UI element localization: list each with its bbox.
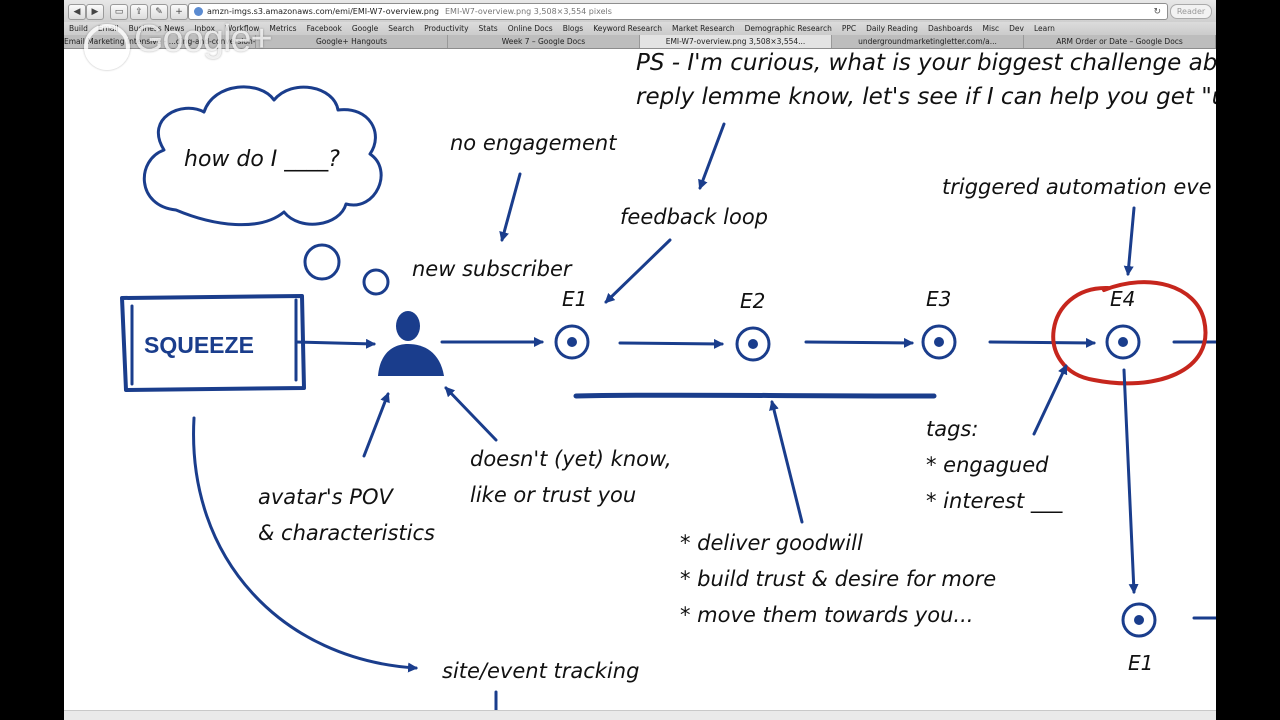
ps-line-2: reply lemme know, let's see if I can hel… [636,84,1216,110]
label-new-subscriber: new subscriber [412,257,573,281]
address-url: amzn-imgs.s3.amazonaws.com/emi/EMI-W7-ov… [207,7,439,16]
browser-tab[interactable]: Google+ Hangouts [256,35,448,48]
bookmark-item[interactable]: Demographic Research [744,24,832,33]
bookmark-item[interactable]: Dev [1009,24,1024,33]
label-e1-lower: E1 [1128,651,1153,675]
e4-highlight-circle [1051,280,1208,386]
label-tags-title: tags: [926,417,978,441]
label-feedback-loop: feedback loop [620,205,768,229]
browser-tab[interactable]: Week 7 – Google Docs [448,35,640,48]
label-avatar-pov-2: & characteristics [258,521,435,545]
bookmark-item[interactable]: Metrics [269,24,297,33]
thought-bubble-small [362,268,390,296]
label-build-trust: * build trust & desire for more [680,567,996,591]
squeeze-label: SQUEEZE [144,332,254,358]
bookmark-item[interactable]: Misc [982,24,1000,33]
tab-bar: Email Marketing Intensive - ...ding-and-… [64,35,1216,49]
browser-toolbar: ◀ ▶ ▭ ⇪ ✎ + amzn-imgs.s3.amazonaws.com/e… [64,0,1216,23]
browser-tab[interactable]: undergroundmarketingletter.com/a... [832,35,1024,48]
workflow-diagram: PS - I'm curious, what is your biggest c… [120,50,1216,720]
browser-tab[interactable]: EMI-W7-overview.png 3,508×3,554... [640,35,832,48]
bookmark-item[interactable]: Market Research [672,24,735,33]
node-e2 [735,326,771,362]
thought-bubble-large [303,243,341,281]
thought-cloud [142,85,383,227]
label-doesnt-know-1: doesn't (yet) know, [470,447,672,471]
back-icon[interactable]: ◀ [68,4,86,20]
label-e4: E4 [1110,287,1135,311]
bookmark-item[interactable]: Business News [128,24,185,33]
bookmark-item[interactable]: Dashboards [927,24,973,33]
label-site-tracking: site/event tracking [442,659,639,683]
bookmark-item[interactable]: Learn [1033,24,1055,33]
forward-icon[interactable]: ▶ [86,4,104,20]
bookmark-item[interactable]: Blogs [562,24,584,33]
label-avatar-pov-1: avatar's POV [258,485,394,509]
wrench-icon[interactable]: ✎ [150,4,168,20]
bookmark-item[interactable]: Daily Reading [866,24,918,33]
label-doesnt-know-2: like or trust you [470,483,636,507]
reader-button[interactable]: Reader [1170,4,1212,19]
bookmark-item[interactable]: Keyword Research [593,24,663,33]
label-deliver-goodwill: * deliver goodwill [680,531,863,555]
address-bar[interactable]: amzn-imgs.s3.amazonaws.com/emi/EMI-W7-ov… [188,3,1168,20]
browser-tab[interactable]: ARM Order or Date – Google Docs [1024,35,1216,48]
bookmark-item[interactable]: Build [69,24,88,33]
google-plus-watermark: Google+ [134,18,273,60]
bookmark-item[interactable]: Search [388,24,415,33]
label-e1: E1 [562,287,587,311]
bookmark-item[interactable]: Facebook [306,24,342,33]
reload-icon[interactable]: ↻ [1153,7,1161,17]
label-e2: E2 [740,289,765,313]
label-tag-interest: * interest ___ [926,489,1063,514]
bookmark-item[interactable]: Online Docs [507,24,553,33]
label-triggered-automation: triggered automation eve [942,175,1212,199]
label-no-engagement: no engagement [450,131,617,155]
globe-icon [194,7,203,16]
label-e3: E3 [926,287,951,311]
bookmark-item[interactable]: Productivity [424,24,469,33]
bookmark-item[interactable]: Workflow [224,24,260,33]
browser-window: ◀ ▶ ▭ ⇪ ✎ + amzn-imgs.s3.amazonaws.com/e… [64,0,1216,720]
node-e4 [1105,324,1141,360]
bookmark-item[interactable]: Inbox [194,24,215,33]
node-e1-lower [1121,602,1157,638]
node-e3 [921,324,957,360]
google-plus-logo-icon [84,24,130,70]
address-page-title: EMI-W7-overview.png 3,508×3,554 pixels [445,7,612,16]
avatar-icon [378,311,444,376]
squeeze-box [120,294,306,392]
share-icon[interactable]: ⇪ [130,4,148,20]
bookmark-item[interactable]: Stats [478,24,498,33]
browser-tab[interactable]: Email Marketing Intensive - ...ding-and-… [64,35,256,48]
cloud-text: how do I ____? [184,147,340,172]
tabs-overview-icon[interactable]: ▭ [110,4,128,20]
add-tab-icon[interactable]: + [170,4,188,20]
label-tag-engaged: * engagued [926,453,1049,477]
ps-line-1: PS - I'm curious, what is your biggest c… [636,50,1216,76]
label-move-towards: * move them towards you... [680,603,973,627]
status-bar [64,710,1216,720]
node-e1 [554,324,590,360]
bookmark-item[interactable]: PPC [841,24,857,33]
bookmark-item[interactable]: Google [351,24,379,33]
